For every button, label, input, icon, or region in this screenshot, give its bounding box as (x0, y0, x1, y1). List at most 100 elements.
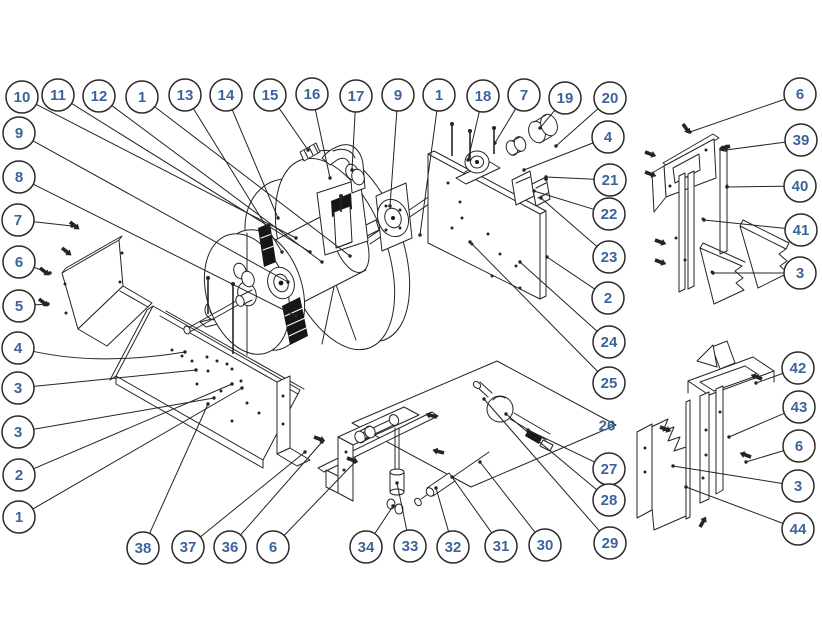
callout-balloon-3: 3 (781, 469, 815, 503)
hole-dot (190, 359, 194, 363)
leader-line (725, 141, 786, 151)
callout-balloon-24: 24 (592, 325, 626, 359)
hole-dot (498, 252, 502, 256)
balloon-circle (592, 366, 626, 400)
hole-dot (490, 274, 494, 278)
balloon-circle (782, 390, 816, 424)
leader-end-dot (418, 233, 422, 237)
callout-balloon-15: 15 (253, 78, 287, 112)
callout-balloon-28: 28 (592, 483, 626, 517)
callout-number: 21 (602, 172, 619, 189)
callout-balloon-3: 3 (1, 415, 35, 449)
leader-end-dot (294, 314, 298, 318)
callout-balloon-27: 27 (592, 452, 626, 486)
callout-balloon-3: 3 (783, 256, 817, 290)
callout-balloon-2: 2 (591, 281, 625, 315)
hole-dot (215, 359, 219, 363)
hole-dot (281, 422, 285, 426)
callout-balloon-44: 44 (781, 512, 815, 546)
bolt-icon (644, 150, 657, 158)
leader-end-dot (711, 271, 715, 275)
leader-end-dot (526, 428, 530, 432)
balloon-circle (393, 529, 427, 563)
leader-line (396, 482, 408, 531)
callout-number: 1 (15, 509, 23, 526)
callout-balloon-22: 22 (592, 197, 626, 231)
side-panel (428, 112, 560, 299)
bolt-icon (654, 258, 667, 266)
callout-balloon-3: 3 (1, 371, 35, 405)
leader-end-dot (391, 504, 395, 508)
leader-line (540, 197, 598, 247)
callout-balloon-16: 16 (295, 77, 329, 111)
balloon-circle (41, 78, 75, 112)
leader-line (494, 108, 517, 144)
pin-rod (413, 452, 489, 507)
leader-line (505, 413, 598, 491)
leader-line (672, 465, 783, 484)
balloon-circle (592, 325, 626, 359)
balloon-circle (209, 78, 243, 112)
lower-channel-assembly (637, 341, 774, 530)
leader-end-dot (294, 236, 298, 240)
leader-line (111, 105, 323, 263)
hole-dot (239, 379, 243, 383)
balloon-circle (592, 197, 626, 231)
bolt-icon (718, 144, 731, 152)
leader-end-dot (688, 130, 692, 134)
hole-dot (170, 348, 174, 352)
leader-end-dot (532, 189, 536, 193)
balloon-circle (1, 331, 35, 365)
leader-end-dot (206, 402, 210, 406)
callout-number: 29 (602, 535, 619, 552)
leader-end-dot (320, 260, 324, 264)
leader-end-dot (727, 435, 731, 439)
leader-lines (32, 98, 786, 538)
bolt-icon (425, 411, 438, 419)
callout-number: 11 (50, 87, 66, 104)
bolt-icon (681, 122, 690, 134)
callout-number: 6 (15, 254, 23, 271)
hole-dot (683, 258, 687, 262)
leader-line (546, 256, 595, 290)
leader-line (689, 98, 786, 133)
balloon-circle (783, 256, 817, 290)
leader-line (539, 109, 556, 129)
callout-balloon-4: 4 (1, 331, 35, 365)
callout-number: 13 (177, 87, 194, 104)
leader-line (33, 369, 197, 387)
callout-number: 3 (14, 424, 22, 441)
leader-line (149, 403, 209, 534)
balloon-circle (126, 531, 160, 565)
hole-dot (514, 264, 518, 268)
hole-dot (180, 354, 184, 358)
callout-number: 17 (348, 88, 365, 105)
callout-balloon-12: 12 (82, 79, 116, 113)
leader-end-dot (320, 440, 324, 444)
balloon-circle (484, 529, 518, 563)
leader-line (32, 140, 289, 283)
callout-balloon-18: 18 (466, 79, 500, 113)
leader-line (479, 461, 536, 533)
bolt-icon (60, 246, 72, 256)
bolt-icon (698, 516, 707, 528)
leader-end-dot (478, 460, 482, 464)
leader-line (33, 383, 233, 470)
callout-number: 6 (269, 539, 277, 556)
leader-line (555, 108, 599, 147)
callout-balloon-5: 5 (2, 289, 36, 323)
leader-end-dot (46, 302, 50, 306)
balloon-circle (2, 500, 36, 534)
leader-end-dot (684, 485, 688, 489)
leader-end-dot (388, 204, 392, 208)
callout-number: 32 (445, 539, 462, 556)
callout-number: 3 (796, 265, 804, 282)
balloon-circle (2, 458, 36, 492)
leader-end-dot (194, 368, 198, 372)
callout-balloon-39: 39 (784, 123, 818, 157)
callout-balloon-33: 33 (393, 529, 427, 563)
callout-number: 27 (601, 461, 618, 478)
leader-end-dot (303, 450, 307, 454)
